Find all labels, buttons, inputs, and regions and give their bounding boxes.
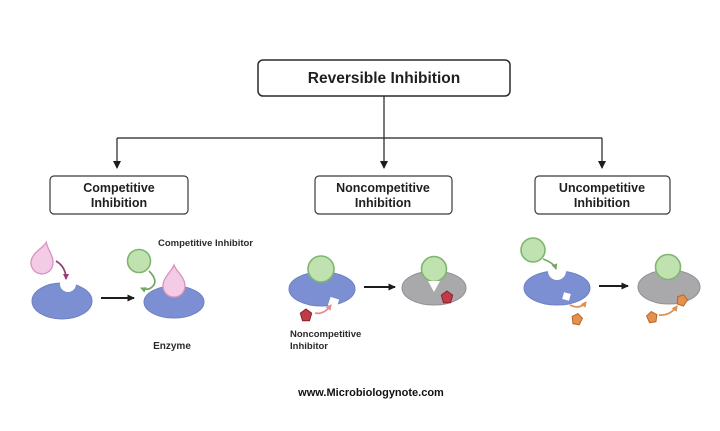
- active-site-notch: [60, 276, 76, 292]
- bound-substrate-icon: [307, 255, 335, 283]
- branch-node-competitive: Competitive Inhibition: [49, 175, 189, 215]
- substrate-icon: [30, 240, 54, 275]
- bound-substrate-icon: [162, 263, 186, 298]
- free-uncompetitive-inhibitor-icon: [646, 310, 658, 324]
- uncompetitive-panel: [520, 237, 701, 326]
- bound-uncompetitive-inhibitor-icon: [676, 294, 689, 307]
- noncompetitive-label-line1: Noncompetitive: [336, 181, 430, 195]
- uncompetitive-label-line2: Inhibition: [574, 196, 630, 210]
- page-title: Reversible Inhibition: [308, 70, 460, 87]
- competitive-inhibitor-label: Competitive Inhibitor: [158, 238, 253, 249]
- active-site-notch: [548, 262, 566, 280]
- watermark-url: www.Microbiologynote.com: [297, 387, 444, 399]
- substrate-icon: [520, 237, 546, 263]
- uncompetitive-box: [534, 175, 671, 215]
- noncompetitive-box: [314, 175, 453, 215]
- noncompetitive-panel: Noncompetitive Inhibitor: [288, 255, 467, 352]
- noncompetitive-label-line2: Inhibition: [355, 196, 411, 210]
- inhibitor-blocked-arrow: [140, 270, 156, 293]
- distorted-site-notch: [428, 281, 440, 292]
- competitive-box: [49, 175, 189, 215]
- substrate-binding-arrow: [542, 258, 558, 270]
- bound-noncompetitive-inhibitor-icon: [440, 290, 454, 304]
- noncompetitive-inhibitor-label-line1: Noncompetitive: [290, 329, 361, 340]
- substrate-binding-arrow: [55, 260, 69, 280]
- inhibitor-binding-arrow: [569, 301, 587, 308]
- bound-substrate-icon: [420, 255, 448, 283]
- bound-substrate-icon: [654, 253, 682, 281]
- inhibitor-binding-arrow: [314, 304, 332, 315]
- connector-lines: [113, 96, 606, 169]
- competitive-label-line1: Competitive: [83, 181, 155, 195]
- competitive-inhibitor-icon: [126, 248, 152, 274]
- branch-node-uncompetitive: Uncompetitive Inhibition: [534, 175, 671, 215]
- noncompetitive-inhibitor-icon: [299, 308, 313, 322]
- branch-node-noncompetitive: Noncompetitive Inhibition: [314, 175, 453, 215]
- uncompetitive-label-line1: Uncompetitive: [559, 181, 645, 195]
- competitive-label-line2: Inhibition: [91, 196, 147, 210]
- uncompetitive-inhibitor-icon: [571, 312, 584, 326]
- enzyme-label: Enzyme: [153, 341, 191, 352]
- competitive-panel: Competitive Inhibitor Enzyme: [30, 238, 253, 352]
- noncompetitive-inhibitor-label-line2: Inhibitor: [290, 341, 328, 352]
- root-node: Reversible Inhibition: [257, 59, 511, 97]
- inhibitor-binding-arrow: [658, 305, 678, 316]
- inhibitor-site-notch: [562, 292, 571, 301]
